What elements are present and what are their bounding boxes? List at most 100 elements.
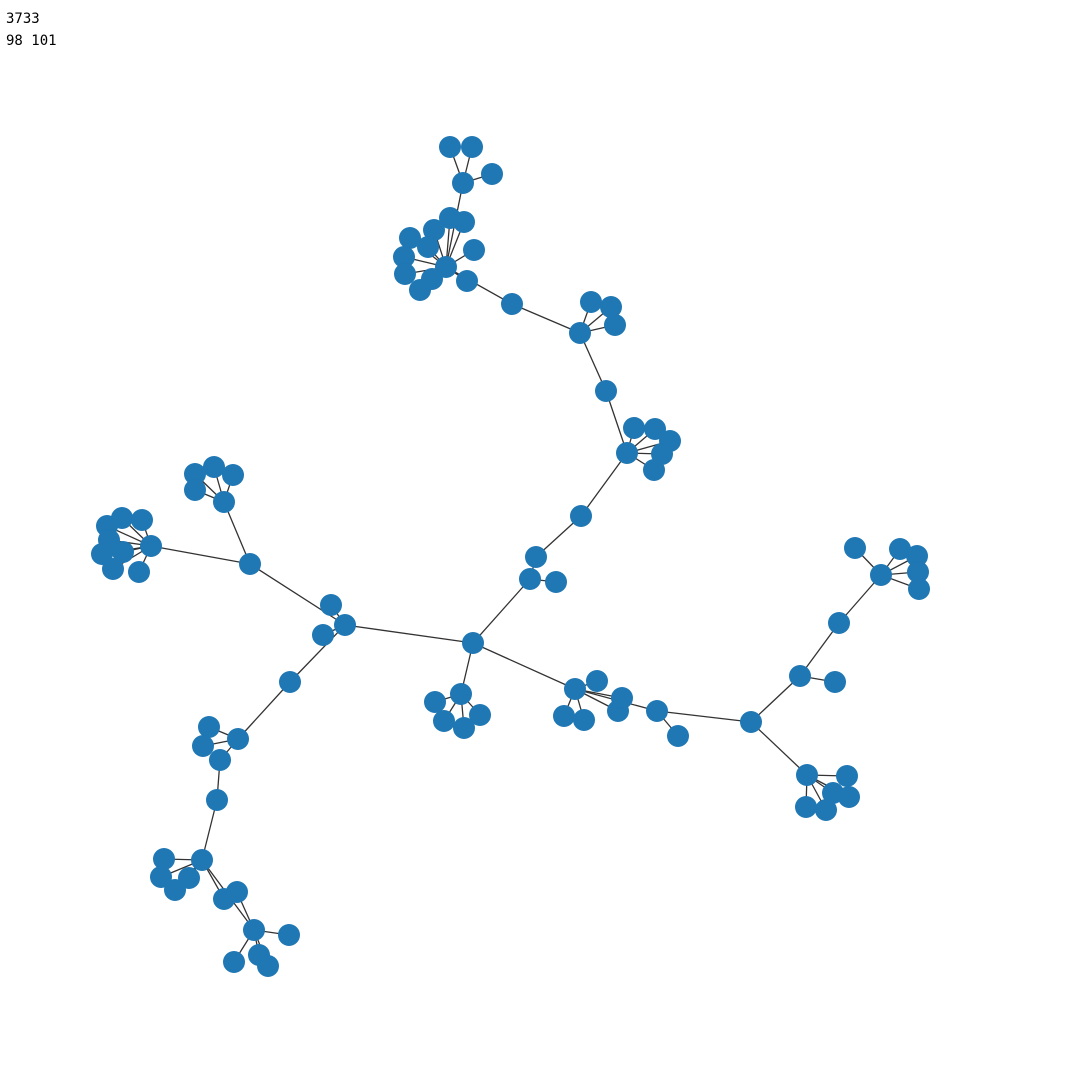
graph-node [906, 545, 928, 567]
graph-node [257, 955, 279, 977]
graph-node [525, 546, 547, 568]
graph-node [907, 561, 929, 583]
graph-edge [237, 681, 291, 740]
graph-node [844, 537, 866, 559]
graph-node [227, 728, 249, 750]
graph-node [824, 671, 846, 693]
graph-node [564, 678, 586, 700]
graph-edge [472, 578, 531, 644]
graph-node [112, 541, 134, 563]
graph-node [570, 505, 592, 527]
graph-node [501, 293, 523, 315]
graph-node [461, 136, 483, 158]
graph-node [394, 263, 416, 285]
graph-edge [511, 303, 581, 334]
graph-node [213, 491, 235, 513]
graph-node [600, 296, 622, 318]
graph-node [553, 705, 575, 727]
graph-node [453, 717, 475, 739]
graph-node [417, 236, 439, 258]
graph-node [452, 172, 474, 194]
graph-node [573, 709, 595, 731]
graph-node [828, 612, 850, 634]
graph-node [150, 866, 172, 888]
graph-node [312, 624, 334, 646]
graph-node [191, 849, 213, 871]
graph-node [463, 239, 485, 261]
graph-node [611, 687, 633, 709]
graph-node [595, 380, 617, 402]
graph-node [203, 456, 225, 478]
graph-node [545, 571, 567, 593]
graph-edge [223, 501, 251, 565]
graph-edge [750, 675, 801, 723]
graph-edge [580, 452, 628, 517]
graph-node [223, 951, 245, 973]
graph-node [184, 479, 206, 501]
graph-node [206, 789, 228, 811]
graph-edge [472, 642, 576, 690]
graph-node [456, 270, 478, 292]
graph-edge [656, 710, 752, 723]
graph-node [131, 509, 153, 531]
graph-node [623, 417, 645, 439]
graph-node [462, 632, 484, 654]
graph-node [243, 919, 265, 941]
graph-node [439, 207, 461, 229]
graph-node [239, 553, 261, 575]
graph-node [184, 463, 206, 485]
graph-node [469, 704, 491, 726]
graph-node [646, 700, 668, 722]
graph-node [569, 322, 591, 344]
graph-node [796, 764, 818, 786]
graph-node [198, 716, 220, 738]
graph-node [278, 924, 300, 946]
graph-node [153, 848, 175, 870]
graph-node [870, 564, 892, 586]
graph-node [128, 561, 150, 583]
graph-node [815, 799, 837, 821]
graph-node [102, 558, 124, 580]
graph-edge [289, 624, 346, 683]
graph-node [481, 163, 503, 185]
graph-node [140, 535, 162, 557]
graph-node [334, 614, 356, 636]
graph-node [740, 711, 762, 733]
graph-node [838, 786, 860, 808]
graph-node [399, 227, 421, 249]
graph-node [393, 246, 415, 268]
graph-node [789, 665, 811, 687]
graph-node [836, 765, 858, 787]
graph-node [320, 594, 342, 616]
nodes [91, 136, 930, 977]
graph-node [192, 735, 214, 757]
graph-node [439, 136, 461, 158]
graph-edge [445, 266, 513, 305]
graph-edge [344, 624, 474, 644]
graph-node [423, 219, 445, 241]
console-output: 3733 98 101 [6, 8, 57, 52]
graph-node [424, 691, 446, 713]
graph-node [644, 418, 666, 440]
output-line-1: 3733 [6, 11, 40, 27]
graph-node [111, 507, 133, 529]
graph-node [222, 464, 244, 486]
graph-edge [750, 721, 808, 776]
graph-node [209, 749, 231, 771]
output-line-2: 98 101 [6, 33, 57, 49]
graph-node [433, 710, 455, 732]
graph-node [643, 459, 665, 481]
graph-edge [150, 545, 251, 565]
graph-node [519, 568, 541, 590]
graph-node [580, 291, 602, 313]
graph-node [226, 881, 248, 903]
graph-node [908, 578, 930, 600]
graph-node [421, 268, 443, 290]
edges [101, 146, 920, 967]
graph-node [279, 671, 301, 693]
graph-node [604, 314, 626, 336]
graph-node [178, 867, 200, 889]
graph-node [795, 796, 817, 818]
graph-node [667, 725, 689, 747]
